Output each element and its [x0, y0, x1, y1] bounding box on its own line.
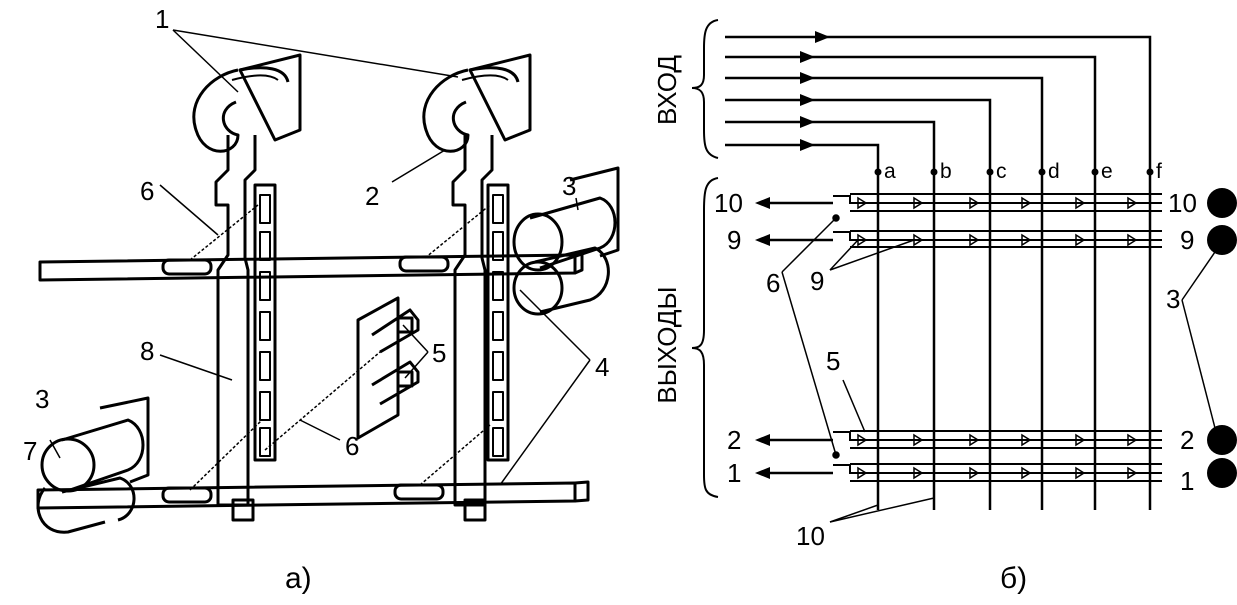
column-label-b: b	[940, 160, 952, 183]
caption-b: б)	[1000, 562, 1027, 595]
output-arrow-lines	[770, 201, 833, 475]
callout-b-10: 10	[796, 521, 825, 551]
callout-4: 4	[595, 352, 609, 382]
callout-b-3: 3	[1166, 284, 1180, 314]
callout-1: 1	[155, 4, 169, 34]
callout-6-lower: 6	[345, 431, 359, 461]
callout-5: 5	[432, 338, 446, 368]
row-right-10: 10	[1168, 188, 1197, 218]
column-label-f: f	[1156, 160, 1162, 183]
figure-a-mechanism	[36, 29, 620, 534]
column-label-a: a	[884, 160, 896, 183]
output-rows	[833, 193, 1162, 482]
caption-a: а)	[285, 562, 312, 595]
callout-3-lower: 3	[35, 384, 49, 414]
callout-b-9: 9	[810, 266, 824, 296]
horizontal-bar-lower	[36, 480, 590, 510]
outputs-brace	[691, 177, 719, 498]
horizontal-bar-upper	[38, 250, 584, 282]
callout-7: 7	[23, 436, 37, 466]
row-right-2: 2	[1180, 425, 1194, 455]
row-right-9: 9	[1180, 225, 1194, 255]
input-label: ВХОД	[652, 55, 682, 125]
output-arrowheads	[755, 197, 770, 479]
row-left-10: 10	[714, 188, 743, 218]
callout-3-upper: 3	[562, 171, 576, 201]
springs	[189, 204, 491, 491]
row-left-1: 1	[727, 458, 741, 488]
input-lines	[725, 35, 1152, 510]
input-brace	[691, 19, 719, 159]
callout-leaders-a	[49, 29, 591, 486]
column-label-c: c	[996, 160, 1007, 183]
labels-b: ВХОД ВЫХОДЫ a b c d e f 10 9 2 1 10 9 2 …	[652, 55, 1197, 551]
callout-labels-a: 1 2 3 3 4 5 6 6 7 8	[23, 4, 609, 466]
top-coil-left	[192, 53, 302, 153]
figure-b-schematic	[691, 19, 1237, 523]
vertical-bar-left	[214, 135, 277, 522]
column-label-e: e	[1101, 160, 1113, 183]
contact-triangles	[857, 196, 1138, 480]
column-nodes	[874, 168, 1154, 176]
row-right-1: 1	[1180, 466, 1194, 496]
callout-6-upper: 6	[140, 176, 154, 206]
column-label-d: d	[1048, 160, 1060, 183]
coil-lower-left	[36, 396, 150, 534]
magnet-circles	[1207, 188, 1237, 488]
outputs-label: ВЫХОДЫ	[652, 286, 682, 403]
row-left-2: 2	[727, 425, 741, 455]
callout-8: 8	[140, 336, 154, 366]
row-left-9: 9	[727, 225, 741, 255]
coil-upper-right	[512, 166, 620, 316]
callout-b-5: 5	[826, 346, 840, 376]
callout-leaders-b	[781, 214, 1216, 523]
vertical-bar-right	[451, 135, 510, 522]
callout-b-6: 6	[766, 268, 780, 298]
callout-2: 2	[365, 181, 379, 211]
top-coil-right	[422, 53, 532, 153]
contact-assembly	[356, 296, 420, 440]
input-arrows	[800, 31, 830, 151]
